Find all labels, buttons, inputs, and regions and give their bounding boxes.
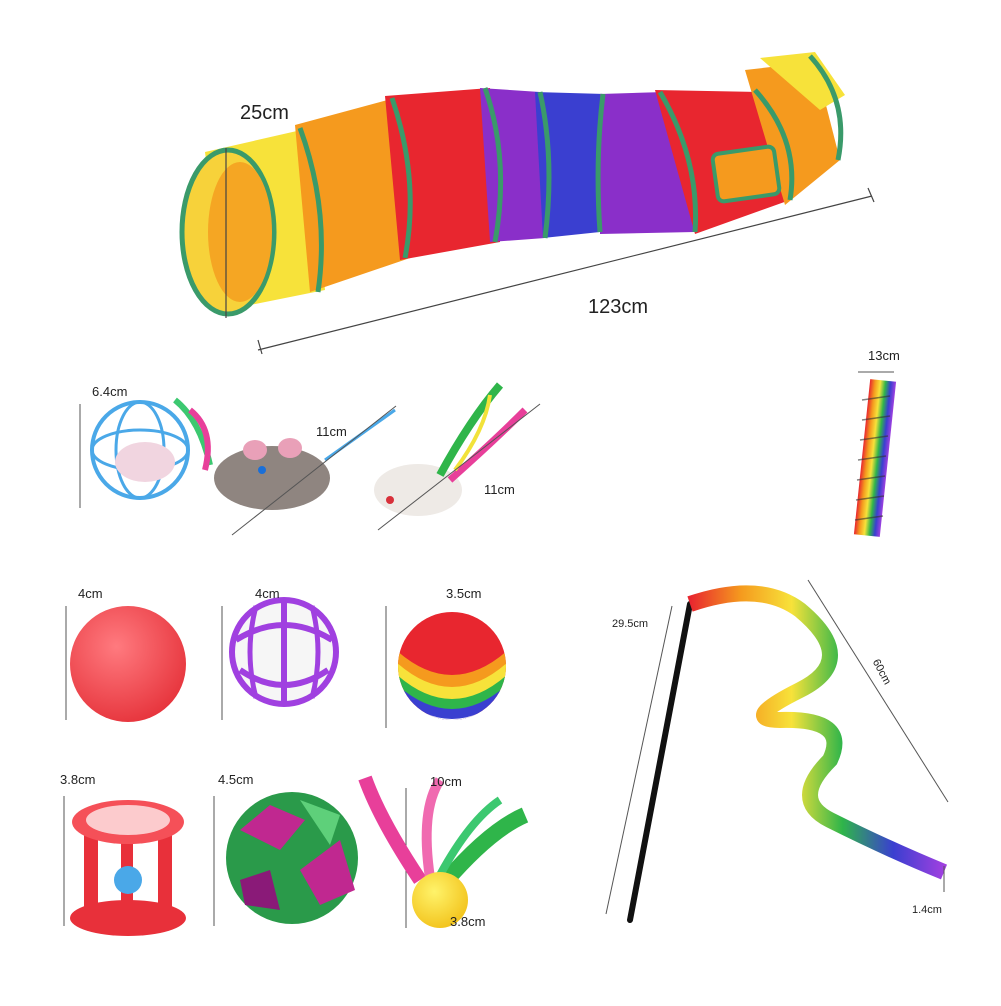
feather-ball-toy <box>358 775 529 928</box>
label-bell-ball: 4cm <box>255 586 280 601</box>
label-feather-toy: 10cm <box>430 774 462 789</box>
label-rainbow-ball: 3.5cm <box>446 586 482 601</box>
label-rattle: 3.8cm <box>60 772 96 787</box>
label-wand-stick: 29.5cm <box>612 618 649 630</box>
rainbow-foam-ball <box>385 606 506 728</box>
label-white-mouse: 11cm <box>484 482 515 497</box>
rainbow-spring <box>853 371 897 537</box>
rainbow-tunnel <box>179 52 875 355</box>
tunnel-peek-hole <box>710 144 782 204</box>
label-ribbon-width: 1.4cm <box>912 904 942 916</box>
label-tunnel-length: 123cm <box>588 296 649 318</box>
rattle-drum-toy <box>63 796 186 936</box>
wand-ribbon <box>687 585 948 880</box>
crinkle-ball <box>213 792 358 926</box>
label-red-ball: 4cm <box>78 586 103 601</box>
label-tunnel-diameter: 25cm <box>240 102 289 124</box>
cage-ball-with-mouse <box>79 397 213 508</box>
red-ball <box>65 606 186 722</box>
grey-plush-mouse <box>214 405 397 536</box>
white-feather-mouse <box>374 382 541 531</box>
tunnel-segment-yellow-2 <box>760 52 845 110</box>
tunnel-segment-blue <box>535 92 605 238</box>
label-grey-mouse: 11cm <box>316 424 347 439</box>
label-crinkle-ball: 4.5cm <box>218 772 254 787</box>
dimension-line-length <box>257 195 873 351</box>
label-cage-ball: 6.4cm <box>92 384 128 399</box>
tunnel-segment-red <box>385 88 500 260</box>
rainbow-ribbon-wand <box>605 579 949 923</box>
label-feather-ball: 3.8cm <box>450 914 486 929</box>
bell-ball <box>221 597 339 720</box>
label-spring: 13cm <box>868 348 900 363</box>
